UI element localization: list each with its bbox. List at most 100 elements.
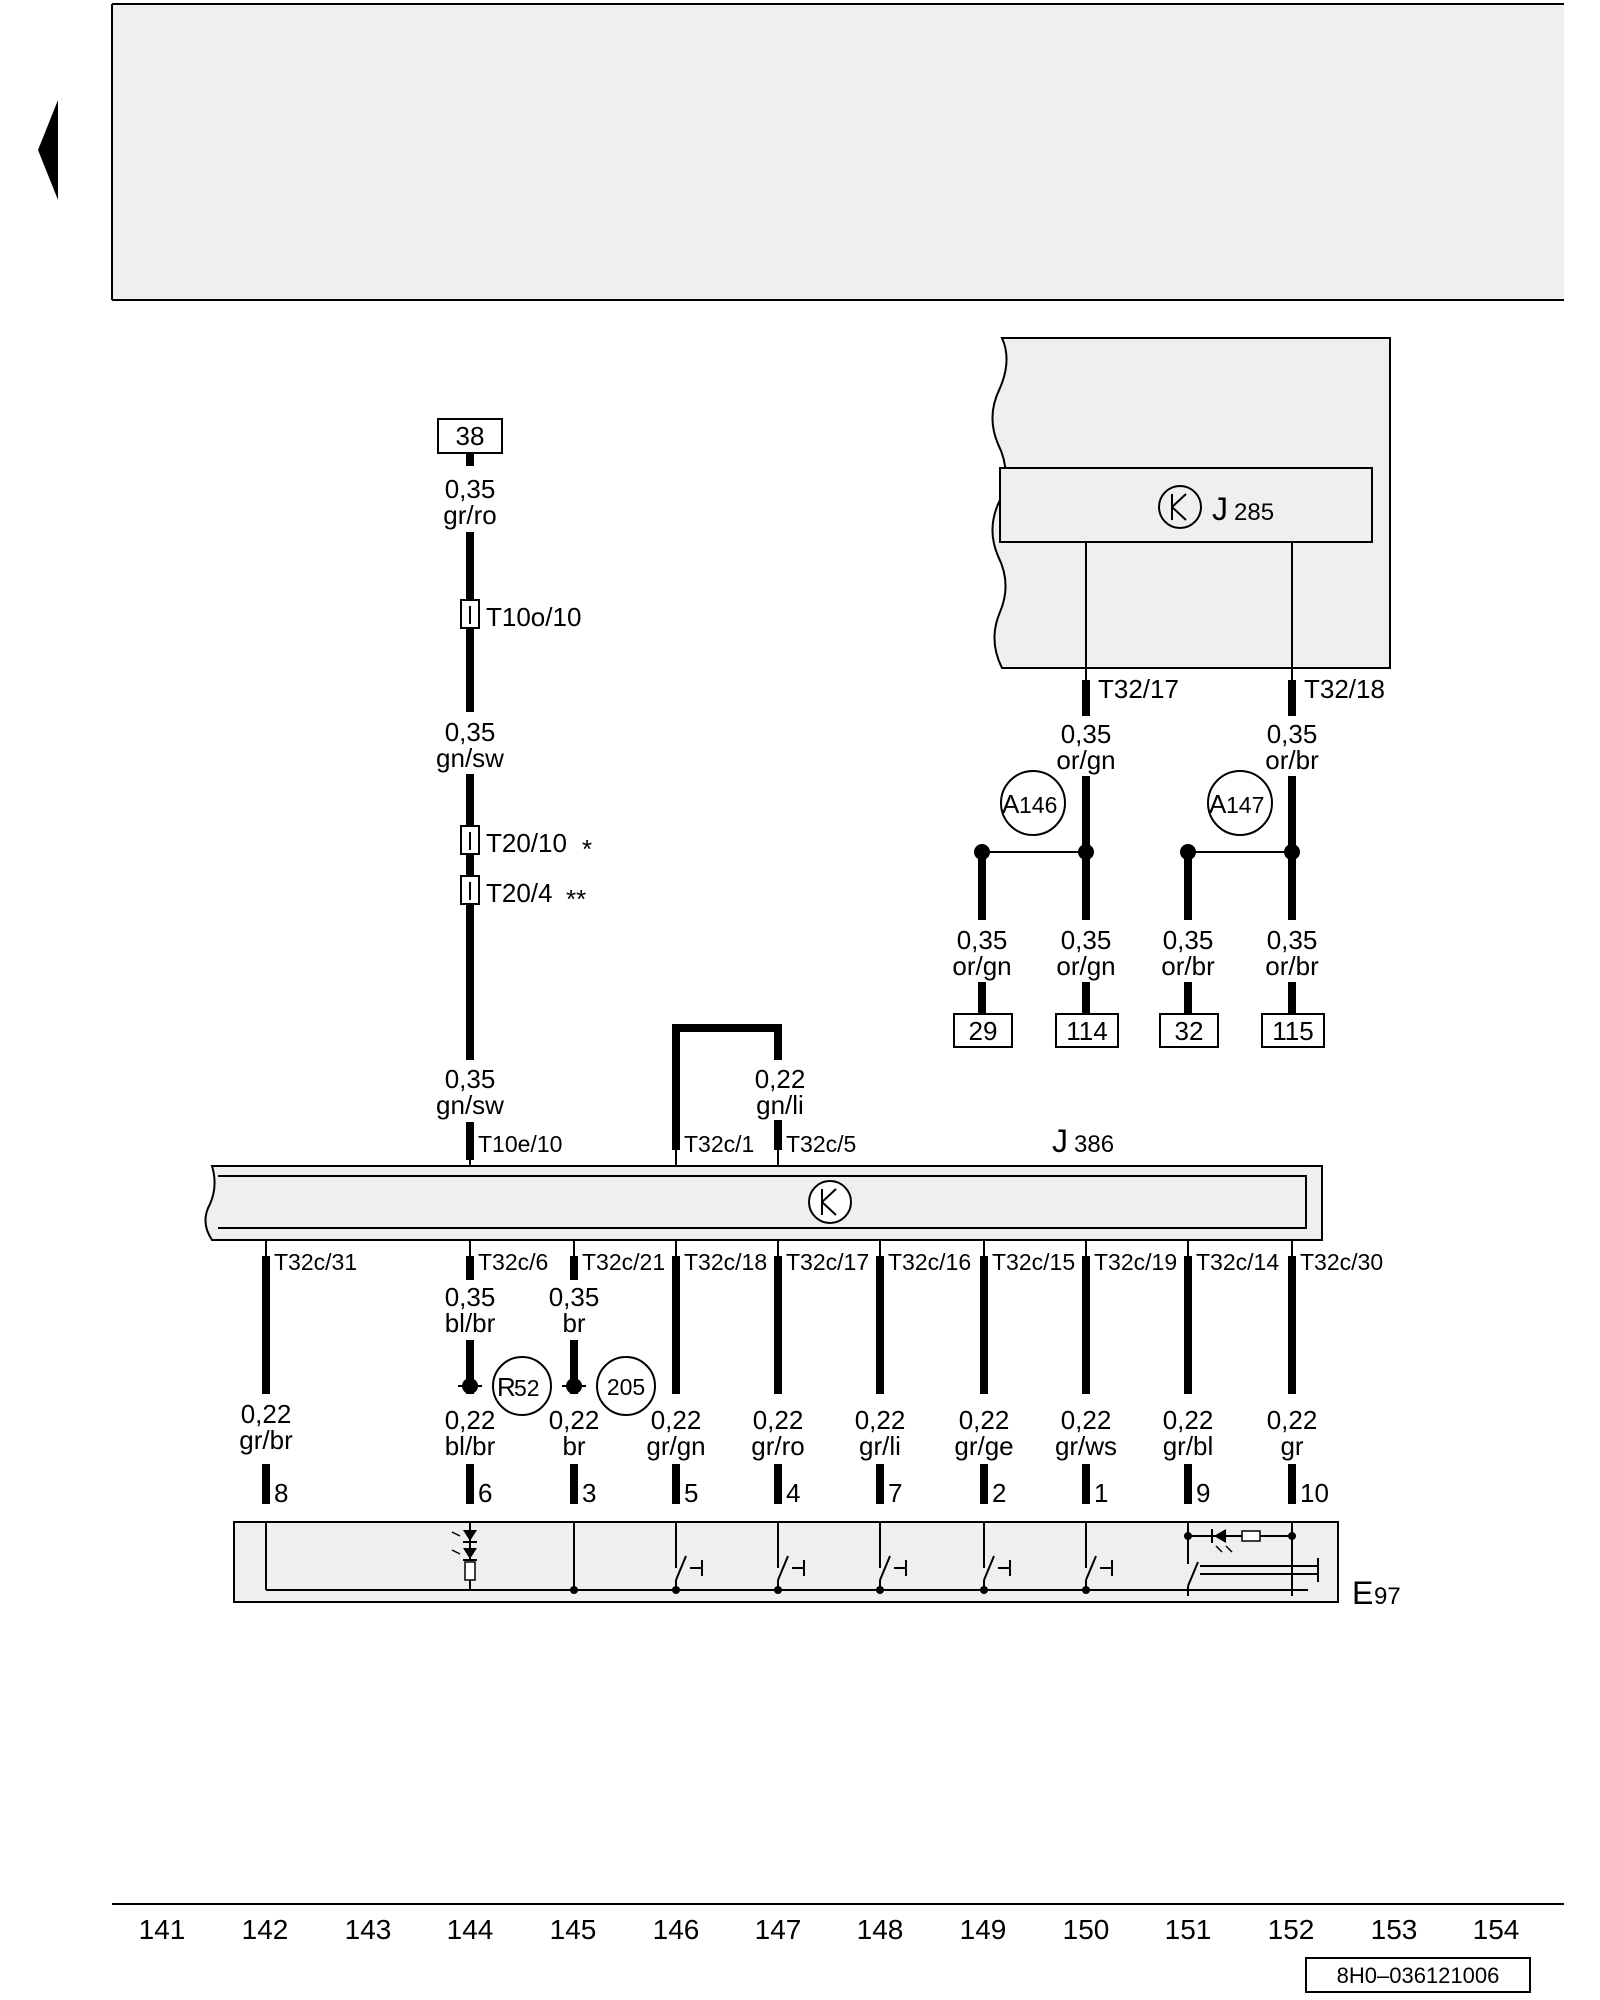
plug-connector-icon bbox=[460, 599, 480, 629]
wire-size: 0,22 bbox=[549, 1405, 600, 1435]
pin-number: 7 bbox=[888, 1478, 902, 1508]
column-number: 148 bbox=[857, 1914, 904, 1945]
pin-label: T32c/15 bbox=[992, 1249, 1075, 1275]
wire-size: 0,35 bbox=[445, 474, 496, 504]
column-number: 152 bbox=[1268, 1914, 1315, 1945]
svg-text:32: 32 bbox=[1175, 1016, 1204, 1046]
wire-color: gr/ro bbox=[751, 1431, 804, 1461]
wire-size: 0,35 bbox=[1163, 925, 1214, 955]
wire-color: or/br bbox=[1265, 951, 1319, 981]
bridge-wire: 0,22 gn/li T32c/1 T32c/5 bbox=[672, 1024, 856, 1168]
connector-ref-box bbox=[437, 418, 503, 454]
svg-text:146: 146 bbox=[1019, 792, 1057, 818]
illuminated-switch-icon bbox=[1184, 1522, 1319, 1596]
wire-color: gr/ge bbox=[954, 1431, 1013, 1461]
svg-text:147: 147 bbox=[1226, 792, 1264, 818]
column-number: 145 bbox=[550, 1914, 597, 1945]
plug-connector-icon bbox=[460, 825, 480, 855]
wire-size: 0,35 bbox=[957, 925, 1008, 955]
pin-label: T32c/14 bbox=[1196, 1249, 1279, 1275]
push-switch-icon bbox=[672, 1522, 703, 1594]
led-icon bbox=[451, 1522, 477, 1590]
pin-number: 10 bbox=[1300, 1478, 1329, 1508]
wire-color: gn/sw bbox=[436, 743, 504, 773]
wire-color: br bbox=[562, 1308, 585, 1338]
pin-label: T32c/5 bbox=[786, 1131, 856, 1157]
control-unit-icon bbox=[808, 1180, 852, 1224]
module-number: 285 bbox=[1234, 499, 1274, 526]
header-panel bbox=[112, 4, 1564, 300]
push-switch-icon bbox=[774, 1522, 805, 1594]
wire-color: gr/ws bbox=[1055, 1431, 1117, 1461]
j285-outputs: T32/17 T32/18 0,35 or/gn 0,35 or/br A 14… bbox=[952, 674, 1385, 1048]
pin-number: 2 bbox=[992, 1478, 1006, 1508]
svg-text:A: A bbox=[1002, 789, 1020, 819]
pin-label: T32/18 bbox=[1304, 674, 1385, 704]
ref-box[interactable] bbox=[1055, 1013, 1119, 1048]
column-number: 154 bbox=[1473, 1914, 1520, 1945]
pin-number: 8 bbox=[274, 1478, 288, 1508]
wire-color: gr/br bbox=[239, 1425, 293, 1455]
push-switch-icon bbox=[980, 1522, 1011, 1594]
wire-color: or/br bbox=[1161, 951, 1215, 981]
push-switch-icon bbox=[1082, 1522, 1113, 1594]
plug-connector-icon bbox=[460, 875, 480, 905]
wire-color: bl/br bbox=[445, 1308, 496, 1338]
ref-box[interactable] bbox=[1261, 1013, 1325, 1048]
svg-text:52: 52 bbox=[514, 1375, 540, 1401]
ref-box[interactable] bbox=[953, 1013, 1013, 1048]
connector-label: T20/4 bbox=[486, 878, 553, 908]
column-number: 151 bbox=[1165, 1914, 1212, 1945]
pin-number: 4 bbox=[786, 1478, 800, 1508]
wire-color: br bbox=[562, 1431, 585, 1461]
wire-color: gn/li bbox=[756, 1090, 804, 1120]
wire-color: gn/sw bbox=[436, 1090, 504, 1120]
ground-point-205: 205 bbox=[596, 1356, 656, 1416]
column-number: 150 bbox=[1063, 1914, 1110, 1945]
pin-label: T32c/30 bbox=[1300, 1249, 1383, 1275]
wire-color: or/gn bbox=[1056, 745, 1115, 775]
pin-label: T32c/17 bbox=[786, 1249, 869, 1275]
pin-label: T32/17 bbox=[1098, 674, 1179, 704]
wire-color: gr/gn bbox=[646, 1431, 705, 1461]
column-number: 144 bbox=[447, 1914, 494, 1945]
ref-box[interactable] bbox=[1159, 1013, 1219, 1048]
column-number: 141 bbox=[139, 1914, 186, 1945]
module-label: J bbox=[1212, 491, 1228, 527]
wire-color: or/br bbox=[1265, 745, 1319, 775]
e97-switch-unit: E 97 bbox=[233, 1521, 1401, 1611]
push-switch-icon bbox=[876, 1522, 907, 1594]
doc-code-box bbox=[1305, 1957, 1531, 1993]
pin-number: 9 bbox=[1196, 1478, 1210, 1508]
connector-label: T10o/10 bbox=[486, 602, 581, 632]
wire-size: 0,35 bbox=[549, 1282, 600, 1312]
pin-label: T32c/6 bbox=[478, 1249, 548, 1275]
wire-size: 0,22 bbox=[855, 1405, 906, 1435]
svg-text:115: 115 bbox=[1272, 1016, 1313, 1046]
pin-number: 3 bbox=[582, 1478, 596, 1508]
pin-number: 1 bbox=[1094, 1478, 1108, 1508]
wire-size: 0,22 bbox=[241, 1399, 292, 1429]
wire-color: gr/ro bbox=[443, 500, 496, 530]
module-number: 386 bbox=[1074, 1131, 1114, 1158]
left-feed: 38 0,35 gr/ro T10o/10 0,35 gn/sw T20/10 … bbox=[436, 418, 592, 1168]
wire-size: 0,35 bbox=[1267, 719, 1318, 749]
column-number: 143 bbox=[345, 1914, 392, 1945]
connector-label: T20/10 bbox=[486, 828, 567, 858]
connector-ref: 38 bbox=[456, 421, 485, 451]
wire-size: 0,35 bbox=[445, 1282, 496, 1312]
wire-color: gr bbox=[1280, 1431, 1303, 1461]
wire-size: 0,22 bbox=[1267, 1405, 1318, 1435]
pin-label: T10e/10 bbox=[478, 1131, 562, 1157]
footnote-mark: * bbox=[582, 834, 592, 864]
wire-size: 0,22 bbox=[755, 1064, 806, 1094]
splice-a146: A 146 bbox=[1000, 770, 1066, 836]
column-numbers: 141 142 143 144 145 146 147 148 149 150 … bbox=[139, 1914, 1520, 1945]
wire-size: 0,22 bbox=[1061, 1405, 1112, 1435]
column-number: 149 bbox=[960, 1914, 1007, 1945]
svg-text:A: A bbox=[1209, 789, 1227, 819]
pin-label: T32c/19 bbox=[1094, 1249, 1177, 1275]
previous-page-arrow-icon[interactable] bbox=[38, 100, 58, 200]
splice-a147: A 147 bbox=[1207, 770, 1273, 836]
